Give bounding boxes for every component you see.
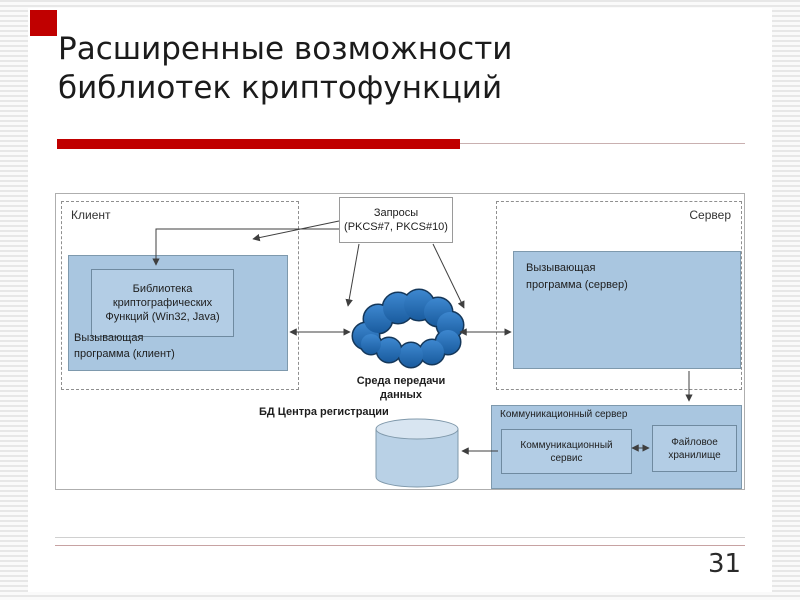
client-group-box: Клиент [61, 201, 299, 390]
comm-server-box: Коммуникационный сервер Коммуникационный… [491, 405, 742, 489]
cloud-shape [351, 288, 465, 369]
footer-line-bottom [55, 545, 745, 546]
slide-title: Расширенные возможности библиотек крипто… [58, 31, 513, 106]
arrow-requests-to-cloud-left [345, 243, 360, 307]
server-program-label: Вызывающая программа (сервер) [526, 262, 628, 291]
slide-page-number: 31 [708, 549, 742, 579]
server-program-box [513, 251, 741, 369]
comm-service-box: Коммуникационный сервис [501, 429, 632, 474]
requests-note-box: Запросы (PKCS#7, PKCS#10) [339, 197, 453, 243]
comm-server-label: Коммуникационный сервер [500, 409, 628, 420]
server-group-label: Сервер [689, 208, 731, 222]
registration-db-label: БД Центра регистрации [259, 406, 389, 418]
client-group-label: Клиент [71, 208, 111, 222]
client-program-label: Вызывающая программа (клиент) [74, 332, 175, 360]
transfer-medium-label: Среда передачи данных [356, 375, 446, 401]
title-accent-bar [57, 139, 460, 149]
server-group-box: Сервер [496, 201, 742, 390]
crypto-architecture-diagram: Клиент Сервер Запросы (PKCS#7, PKCS#10) … [55, 193, 745, 490]
footer-line-top [55, 537, 745, 538]
file-storage-box: Файловое хранилище [652, 425, 737, 472]
crypto-library-box: Библиотека криптографических Функций (Wi… [91, 269, 234, 337]
database-cylinder-icon [375, 418, 459, 488]
arrow-requests-to-cloud-right [432, 243, 465, 309]
accent-square [30, 10, 57, 36]
